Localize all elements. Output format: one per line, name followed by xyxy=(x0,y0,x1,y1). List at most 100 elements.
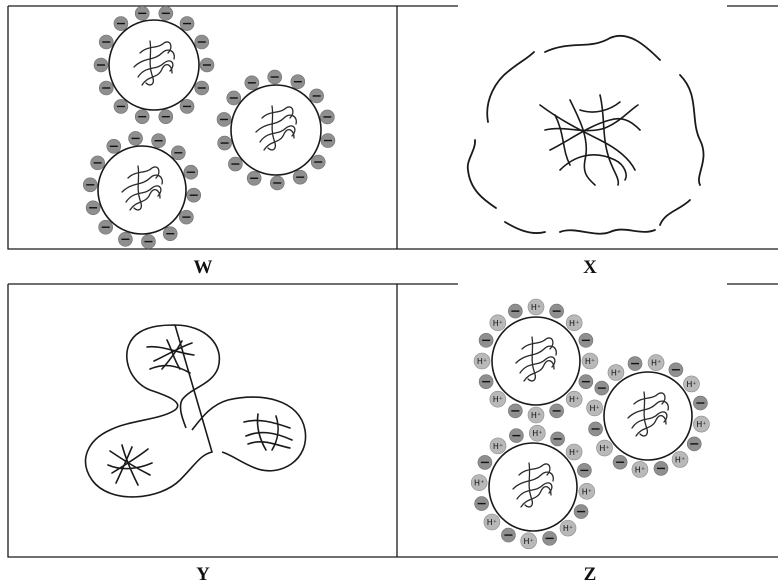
negative-charge xyxy=(310,154,326,170)
panel-frames xyxy=(7,5,778,558)
hydrogen-ion: H⁺ xyxy=(596,439,613,457)
svg-text:H⁺: H⁺ xyxy=(474,479,484,488)
negative-charge xyxy=(158,109,174,124)
chromatin-z1 xyxy=(515,336,557,382)
hydrogen-ion: H⁺ xyxy=(586,399,603,417)
hydrogen-ion: H⁺ xyxy=(565,314,583,332)
negative-charge xyxy=(186,187,202,203)
membrane-fragments xyxy=(466,35,705,235)
negative-charge xyxy=(151,133,166,149)
cell-z2: H⁺ H⁺ H⁺ H⁺ H⁺ H⁺ H⁺ H⁺ xyxy=(586,354,710,478)
cell-membrane-w2 xyxy=(230,84,322,176)
cell-w2 xyxy=(216,69,336,191)
hydrogen-ion: H⁺ xyxy=(559,519,577,537)
negative-charge xyxy=(179,209,194,225)
negative-charge xyxy=(244,75,260,91)
svg-text:H⁺: H⁺ xyxy=(493,442,503,451)
hydrogen-ion: H⁺ xyxy=(527,406,545,424)
negative-charge xyxy=(573,504,589,519)
negative-charge xyxy=(179,16,195,31)
negative-charge xyxy=(93,57,109,73)
negative-charge xyxy=(134,6,150,21)
negative-charge xyxy=(549,303,564,319)
negative-charge xyxy=(501,527,516,543)
panel-label-x: X xyxy=(583,257,597,278)
lobed-cell-membrane xyxy=(84,324,307,498)
hydrogen-ion: H⁺ xyxy=(529,424,546,442)
svg-text:H⁺: H⁺ xyxy=(599,444,609,453)
hydrogen-ion: H⁺ xyxy=(607,364,625,381)
negative-charge xyxy=(246,170,262,186)
svg-text:H⁺: H⁺ xyxy=(569,448,579,457)
hydrogen-ion: H⁺ xyxy=(527,298,545,316)
negative-charge xyxy=(113,99,129,114)
negative-charge xyxy=(577,463,592,478)
hydrogen-ion: H⁺ xyxy=(489,314,507,332)
negative-charge xyxy=(549,403,564,419)
hydrogen-ion: H⁺ xyxy=(578,483,596,500)
mixed-ions-z1: H⁺ H⁺ H⁺ H⁺ H⁺ H⁺ H⁺ H⁺ xyxy=(473,298,599,424)
hydrogen-ion: H⁺ xyxy=(565,390,583,408)
cell-membrane-z2 xyxy=(603,371,693,461)
negative-charge xyxy=(542,531,557,546)
cell-z1: H⁺ H⁺ H⁺ H⁺ H⁺ H⁺ H⁺ H⁺ xyxy=(473,298,599,424)
svg-text:H⁺: H⁺ xyxy=(696,420,706,429)
panel-label-w: W xyxy=(194,257,213,278)
negative-charge xyxy=(594,380,610,396)
negative-charge xyxy=(82,177,98,193)
svg-text:H⁺: H⁺ xyxy=(524,537,534,546)
chromatin-z3 xyxy=(512,462,554,508)
svg-text:H⁺: H⁺ xyxy=(585,357,595,366)
negative-charge xyxy=(226,90,242,106)
svg-text:H⁺: H⁺ xyxy=(477,357,487,366)
negative-charge xyxy=(162,226,178,241)
svg-text:H⁺: H⁺ xyxy=(569,319,579,328)
hydrogen-ion: H⁺ xyxy=(683,375,700,393)
cell-w1 xyxy=(93,6,215,124)
svg-text:H⁺: H⁺ xyxy=(635,465,645,474)
chromatin-z2 xyxy=(627,391,669,437)
negative-charge xyxy=(267,69,283,85)
negative-charge xyxy=(478,333,494,348)
negative-charge xyxy=(194,34,210,50)
negative-charge xyxy=(158,6,174,21)
negative-charge xyxy=(90,155,105,171)
negative-charge xyxy=(290,74,306,90)
negative-charge xyxy=(134,109,150,124)
svg-text:H⁺: H⁺ xyxy=(531,411,541,420)
panel-y xyxy=(84,324,307,498)
released-chromatin xyxy=(539,94,641,186)
svg-text:H⁺: H⁺ xyxy=(569,395,579,404)
negative-charge xyxy=(216,112,232,127)
negative-charge xyxy=(98,219,113,235)
svg-text:H⁺: H⁺ xyxy=(563,524,573,533)
hydrogen-ion: H⁺ xyxy=(470,474,488,491)
cell-z3: H⁺ H⁺ H⁺ H⁺ H⁺ H⁺ H⁺ H⁺ xyxy=(470,424,596,550)
negative-charge xyxy=(320,133,336,148)
negative-charge xyxy=(578,333,594,348)
negative-charge xyxy=(550,431,565,447)
svg-text:H⁺: H⁺ xyxy=(675,455,685,464)
negative-charge xyxy=(269,175,285,191)
negative-charge xyxy=(653,461,669,476)
svg-text:H⁺: H⁺ xyxy=(589,404,599,413)
negative-charge xyxy=(217,135,232,151)
negative-charge xyxy=(183,164,199,180)
negative-charge xyxy=(477,455,493,470)
negative-charge xyxy=(478,374,494,389)
negative-charge xyxy=(578,374,594,389)
negative-charge xyxy=(627,356,643,371)
hydrogen-ion: H⁺ xyxy=(631,461,649,478)
chromatin-w1 xyxy=(133,40,175,86)
svg-text:H⁺: H⁺ xyxy=(487,518,497,527)
negative-charge xyxy=(118,231,133,247)
hydrogen-ion: H⁺ xyxy=(565,443,583,461)
chromatin-lobe-top xyxy=(146,339,195,374)
panel-x xyxy=(466,35,705,235)
hydrogen-ion: H⁺ xyxy=(647,354,665,371)
negative-charge xyxy=(508,303,523,319)
negative-charge xyxy=(320,109,335,125)
hydrogen-ion: H⁺ xyxy=(489,437,507,455)
negative-charge xyxy=(292,169,308,185)
